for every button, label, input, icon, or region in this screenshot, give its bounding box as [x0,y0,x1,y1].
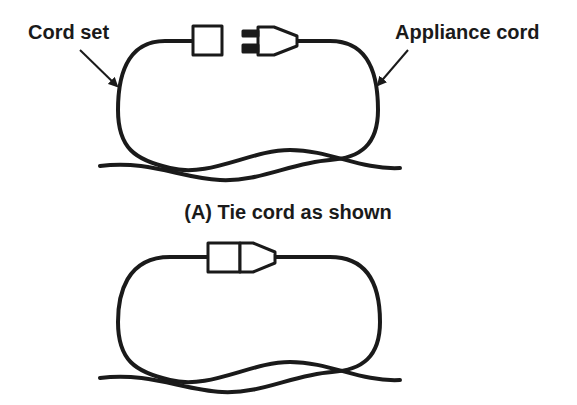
connector-body [208,243,240,272]
leader-arrow [80,50,117,86]
appliance-cord [100,41,378,180]
connector-body [193,26,222,55]
leader-arrow [378,50,408,85]
plug-prong [243,31,258,36]
plug-prong [243,45,258,52]
plug-body [240,243,275,272]
plug-body [258,27,297,55]
appliance-cord [100,257,380,392]
cord-set-cord [118,257,400,382]
part-label: Appliance cord [395,20,539,44]
part-label: Cord set [28,20,109,44]
caption-label: (A) Tie cord as shown [184,200,391,224]
